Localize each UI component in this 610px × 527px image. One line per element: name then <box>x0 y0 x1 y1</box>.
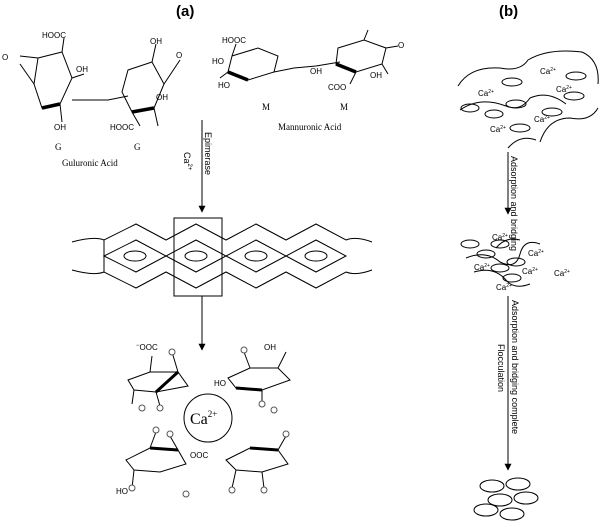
svg-text:Ca2+: Ca2+ <box>474 263 490 272</box>
ca-step-label: Ca2+ <box>182 152 192 171</box>
panel-b-ca-labels-mid: Ca2+ Ca2+ Ca2+ Ca2+ Ca2+ Ca2+ <box>474 233 570 292</box>
svg-text:Ca2+: Ca2+ <box>534 115 550 124</box>
gul-cooh-1: HOOC <box>42 31 66 40</box>
svg-text:Ca2+: Ca2+ <box>478 89 494 98</box>
gul-cooh-2: HOOC <box>110 123 134 132</box>
calcium-ion-ellipse <box>123 250 147 262</box>
egg-box-chain <box>71 217 373 297</box>
cell-ho-1: HO <box>214 379 226 388</box>
svg-text:Ca2+: Ca2+ <box>554 269 570 278</box>
ca-step-symbol: Ca <box>182 152 192 164</box>
man-cooh-1: HOOC <box>222 36 246 45</box>
egg-box-cell <box>125 351 291 489</box>
egg-box-highlight-box <box>173 217 223 297</box>
panel-b-ca-labels-top: Ca2+ Ca2+ Ca2+ Ca2+ Ca2+ <box>478 67 572 134</box>
cell-oh-1: OH <box>264 343 276 352</box>
bridged-particles-cluster <box>460 238 541 287</box>
central-calcium-label: Ca2+ <box>190 409 217 428</box>
mannuronic-acid-label: Mannuronic Acid <box>278 122 342 132</box>
coordinating-oxygens <box>128 346 290 498</box>
unit-m-2: M <box>340 102 348 112</box>
ca-step-charge: 2+ <box>186 164 192 171</box>
unit-m-1: M <box>262 102 270 112</box>
unit-g-2: G <box>134 142 141 152</box>
man-ho-1: HO <box>212 57 224 66</box>
unit-g-1: G <box>55 142 62 152</box>
epimerase-label: Epimerase <box>203 132 213 175</box>
step-1-label: Adsorption and bridging <box>509 156 519 251</box>
gul-oh-1: OH <box>76 65 88 74</box>
man-cooh-2: COO <box>328 83 346 92</box>
svg-text:Ca2+: Ca2+ <box>490 125 506 134</box>
svg-text:Ca2+: Ca2+ <box>496 283 512 292</box>
panel-b-label: (b) <box>499 3 518 20</box>
mannuronic-acid-structure <box>219 29 399 85</box>
svg-text:Ca2+: Ca2+ <box>522 267 538 276</box>
man-ho-2: HO <box>218 81 230 90</box>
svg-text:Ca2+: Ca2+ <box>540 67 556 76</box>
gul-oh-2: OH <box>54 123 66 132</box>
man-o-1: O <box>398 41 404 50</box>
guluronic-acid-label: Guluronic Acid <box>62 158 118 168</box>
svg-text:Ca2+: Ca2+ <box>556 85 572 94</box>
panel-a-label: (a) <box>176 3 194 20</box>
cell-ooc-text: OOC <box>140 343 158 352</box>
svg-text:Ca2+: Ca2+ <box>492 233 508 242</box>
cell-ooc-label: −OOC <box>136 343 158 352</box>
central-calcium-charge: 2+ <box>208 409 218 419</box>
gul-o-2: O <box>176 51 182 60</box>
cell-ho-2: HO <box>116 487 128 496</box>
calcium-ion-ellipse <box>244 250 268 262</box>
central-calcium-circle <box>183 393 233 443</box>
dispersed-particles-cluster <box>457 50 599 149</box>
svg-text:Ca2+: Ca2+ <box>528 249 544 258</box>
calcium-ion-ellipse <box>184 250 208 262</box>
man-oh-2: OH <box>370 71 382 80</box>
central-calcium-symbol: Ca <box>190 411 208 428</box>
guluronic-acid-structure <box>19 37 181 127</box>
floc-particles-cluster <box>473 477 539 521</box>
cell-ooc-2: OOC <box>190 451 208 460</box>
gul-oh-4: OH <box>156 93 168 102</box>
gul-oh-3: OH <box>150 37 162 46</box>
calcium-ion-ellipse <box>304 250 328 262</box>
gul-o-1: O <box>2 53 8 62</box>
man-oh-1: OH <box>310 67 322 76</box>
step-2b-label: Flocculation <box>496 344 506 392</box>
step-2a-label: Adsorption and bridging complete <box>510 300 520 434</box>
cell-ooc-minus: − <box>136 343 140 349</box>
